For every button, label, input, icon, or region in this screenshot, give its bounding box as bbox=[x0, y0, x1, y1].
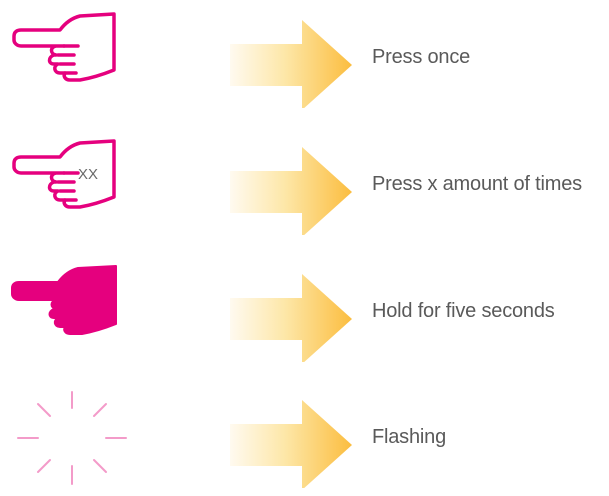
legend-row-hold: Hold for five seconds bbox=[0, 262, 609, 362]
legend-row-flashing: Flashing bbox=[0, 388, 609, 488]
legend-label: Press once bbox=[372, 46, 471, 68]
legend-label: Press x amount of times bbox=[372, 173, 582, 195]
arrow-right-icon bbox=[226, 18, 356, 108]
pointing-hand-filled-icon bbox=[8, 262, 132, 362]
arrow-right-icon bbox=[226, 272, 356, 362]
arrow-right-icon bbox=[226, 398, 356, 488]
legend-row-press-x-times: XX Press x amount of times bbox=[0, 135, 609, 235]
pointing-hand-outline-xx-icon: XX bbox=[8, 135, 132, 235]
legend-row-press-once: Press once bbox=[0, 8, 609, 108]
legend-label: Hold for five seconds bbox=[372, 300, 555, 322]
pointing-hand-outline-icon bbox=[8, 8, 132, 108]
flashing-burst-icon bbox=[8, 388, 132, 488]
arrow-right-icon bbox=[226, 145, 356, 235]
legend-label: Flashing bbox=[372, 426, 446, 448]
xx-count-text: XX bbox=[78, 166, 98, 183]
